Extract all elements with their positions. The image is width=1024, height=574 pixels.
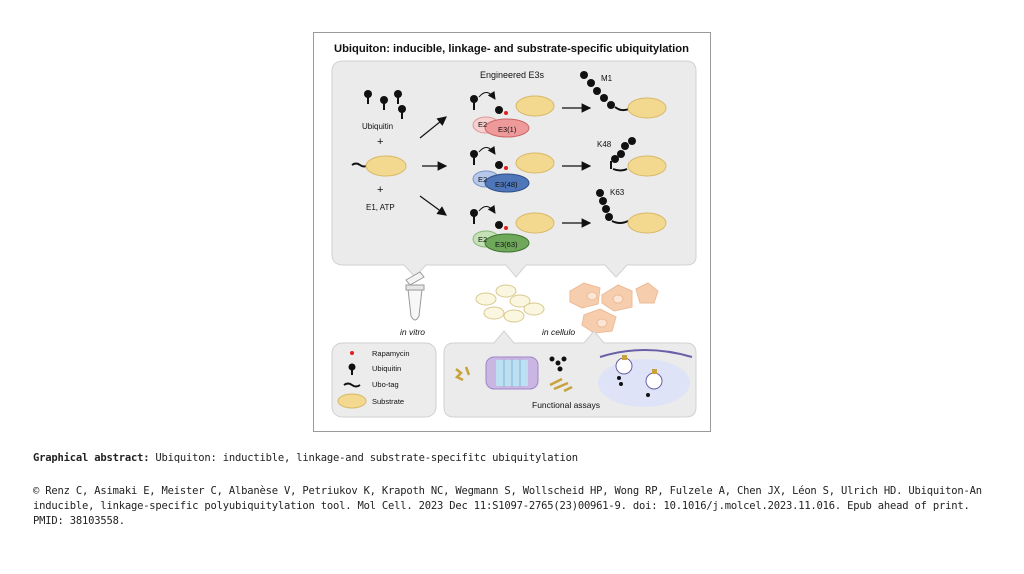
mammalian-cells-icon — [569, 282, 659, 334]
m1-label: M1 — [601, 74, 613, 83]
unfolded-substrate-icon — [454, 366, 471, 382]
figure-canvas: Ubiquiton: inducible, linkage- and subst… — [331, 43, 697, 418]
k48-label: K48 — [597, 140, 612, 149]
engineered-e3s-label: Engineered E3s — [480, 70, 545, 80]
k63-label: K63 — [610, 188, 625, 197]
in-cellulo-label: in cellulo — [542, 327, 575, 337]
reaction-panel — [331, 60, 697, 278]
graphical-abstract-figure: Ubiquiton: inducible, linkage- and subst… — [313, 32, 711, 432]
e2-label-2: E2 — [478, 175, 487, 184]
k48-chain-product — [610, 137, 667, 177]
e2-label-3: E2 — [478, 235, 487, 244]
plus-sign-2: + — [377, 184, 383, 196]
legend-substrate: Substrate — [372, 397, 404, 406]
e3-complex-48 — [470, 145, 555, 193]
ubiquitin-label: Ubiquitin — [362, 122, 393, 131]
substrate-legend-icon — [337, 393, 367, 409]
proteasome-icon — [485, 356, 539, 390]
e3-63-label: E3(63) — [495, 240, 518, 249]
tube-icon — [405, 271, 425, 321]
e2-label-1: E2 — [478, 120, 487, 129]
legend-rapamycin: Rapamycin — [372, 349, 410, 358]
substrate-icon — [365, 155, 407, 177]
caption-bold: Graphical abstract: — [33, 452, 150, 464]
ubiquitin-icons — [364, 90, 406, 119]
arrow-to-e3-63 — [419, 195, 447, 216]
m1-chain-product — [580, 71, 667, 119]
e3-complex-63 — [470, 204, 555, 253]
peptide-fragments-icon — [549, 377, 573, 393]
ubiquitin-icon — [348, 363, 356, 375]
plus-sign-1: + — [377, 136, 383, 148]
functional-assays-label: Functional assays — [532, 400, 600, 410]
in-vitro-label: in vitro — [400, 327, 425, 337]
yeast-cells-icon — [475, 284, 545, 323]
figure-title: Ubiquiton: inducible, linkage- and subst… — [334, 43, 689, 55]
membrane-trafficking-icon — [598, 349, 693, 407]
caption-text: Ubiquiton: inductible, linkage-and subst… — [149, 452, 578, 464]
citation-text: © Renz C, Asimaki E, Meister C, Albanèse… — [33, 485, 982, 527]
legend-ubo-tag: Ubo-tag — [372, 380, 399, 389]
e3-48-label: E3(48) — [495, 180, 518, 189]
free-ubiquitin-icon — [549, 356, 567, 372]
arrow-to-e3-1 — [419, 116, 447, 139]
rapamycin-icon — [350, 351, 354, 355]
e1-atp-label: E1, ATP — [366, 203, 395, 212]
figure-caption: Graphical abstract: Ubiquiton: inductibl… — [33, 452, 578, 464]
e3-1-label: E3(1) — [498, 125, 517, 134]
e3-complex-1 — [470, 90, 555, 138]
legend-ubiquitin: Ubiquitin — [372, 364, 401, 373]
k63-chain-product — [596, 189, 667, 234]
ubo-tag-legend-icon — [343, 382, 361, 388]
